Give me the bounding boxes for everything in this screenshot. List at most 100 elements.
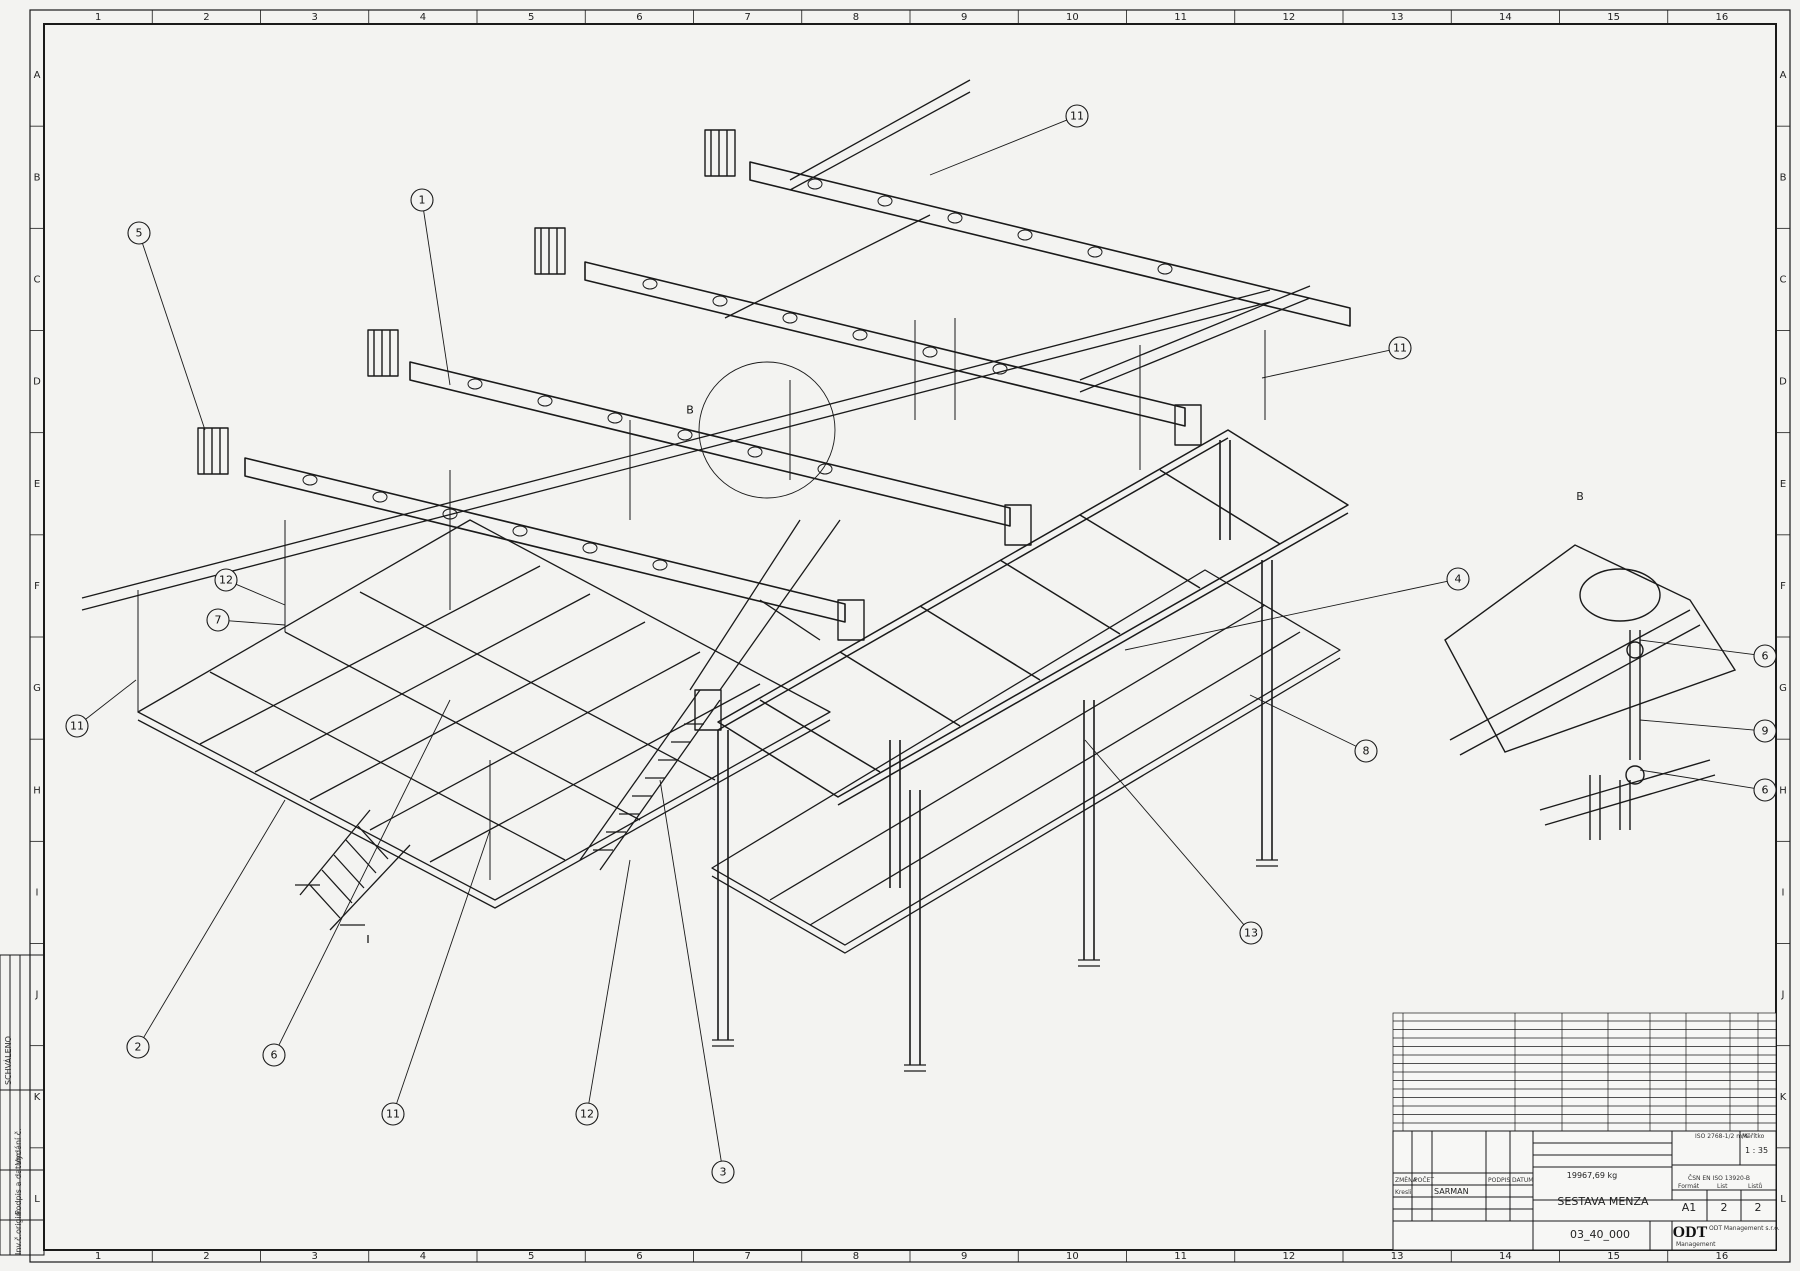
side-label-signature: Podpis a datum	[14, 1153, 23, 1215]
grid-col-label: 3	[311, 12, 317, 23]
callout-leader	[85, 679, 137, 720]
grid-col-label: 10	[1066, 1251, 1079, 1262]
grid-row-label: K	[1780, 1092, 1787, 1103]
callout-label: 11	[386, 1108, 400, 1121]
callout-circle	[410, 188, 434, 212]
norm-iso: ISO 2768-1/2 m/K	[1695, 1133, 1749, 1140]
grid-row-label: I	[1782, 887, 1785, 898]
grid-row-label: C	[34, 274, 41, 285]
grid-col-label: 14	[1499, 12, 1512, 23]
detail-b-title: B	[1576, 490, 1584, 503]
main-girders	[244, 161, 1351, 623]
drawing-number: 03_40_000	[1570, 1228, 1630, 1241]
callout-circle	[381, 1102, 405, 1126]
label-scale: Měřítko	[1742, 1133, 1765, 1140]
callout-leader	[1639, 769, 1755, 789]
callout-leader	[1639, 719, 1755, 731]
grid-row-label: J	[1781, 990, 1785, 1001]
callout-label: 11	[1393, 342, 1407, 355]
grid-col-label: 4	[420, 12, 426, 23]
callout-circle	[1753, 719, 1777, 743]
grid-col-label: 5	[528, 12, 534, 23]
grid-references: 1122334455667788991010111112121313141415…	[30, 10, 1790, 1262]
value-drawn-by: SARMAN	[1434, 1187, 1469, 1196]
label-change: ZMĚNA	[1395, 1176, 1418, 1184]
grid-row-label: J	[35, 990, 39, 1001]
callout-label: 2	[135, 1041, 142, 1054]
grid-col-label: 15	[1607, 12, 1620, 23]
detail-b-marker: B	[686, 404, 694, 417]
norm-weld: ČSN EN ISO 13920-B	[1688, 1175, 1750, 1182]
grid-col-label: 10	[1066, 12, 1079, 23]
callout-leader	[659, 779, 722, 1162]
column-bases	[712, 859, 1278, 1072]
callout-label: 5	[136, 227, 143, 240]
grid-row-label: L	[34, 1194, 40, 1205]
label-format: Formát	[1678, 1183, 1700, 1190]
callout-leader	[1639, 639, 1755, 656]
side-strip	[0, 954, 45, 1256]
value-format: A1	[1682, 1201, 1697, 1214]
label-date: DATUM	[1512, 1177, 1533, 1184]
grid-row-label: D	[33, 377, 41, 388]
grid-col-label: 12	[1283, 1251, 1296, 1262]
callout-circle	[1354, 739, 1378, 763]
value-sheet: 2	[1721, 1201, 1728, 1214]
value-scale: 1 : 35	[1745, 1146, 1768, 1155]
callout-leader	[235, 583, 286, 606]
callout-circle	[65, 714, 89, 738]
callout-label: 11	[70, 720, 84, 733]
callout-leader	[1261, 349, 1390, 379]
detail-b-view	[1444, 544, 1737, 840]
title-block: ZMĚNA POČET PODPIS DATUM Kreslil SARMAN …	[1392, 1012, 1780, 1251]
callout-leader	[588, 859, 631, 1104]
grid-row-label: B	[34, 172, 41, 183]
grid-row-label: H	[33, 785, 41, 796]
company-logo: ODT	[1673, 1224, 1708, 1241]
grid-row-label: E	[34, 479, 40, 490]
callout-label: 13	[1244, 927, 1258, 940]
label-count: POČET	[1414, 1177, 1434, 1184]
grid-col-label: 14	[1499, 1251, 1512, 1262]
callout-label: 11	[1070, 110, 1084, 123]
right-platform	[711, 569, 1341, 954]
grid-row-label: G	[33, 683, 41, 694]
callout-label: 8	[1363, 745, 1370, 758]
callout-circle	[262, 1043, 286, 1067]
callout-circle	[1239, 921, 1263, 945]
callout-leader	[142, 243, 206, 431]
value-sheets: 2	[1755, 1201, 1762, 1214]
callout-leader	[929, 119, 1067, 176]
grid-row-label: B	[1780, 172, 1787, 183]
grid-col-label: 8	[853, 1251, 859, 1262]
girder-openings	[302, 178, 1173, 571]
grid-col-label: 7	[744, 1251, 750, 1262]
grid-row-label: H	[1779, 785, 1787, 796]
callout-label: 1	[419, 194, 426, 207]
grid-col-label: 16	[1716, 12, 1729, 23]
side-label-approved: SCHVÁLENO	[2, 1036, 13, 1085]
grid-row-label: F	[1780, 581, 1786, 592]
grid-col-label: 9	[961, 1251, 967, 1262]
weight: 19967,69 kg	[1567, 1171, 1617, 1180]
callout-label: 3	[720, 1166, 727, 1179]
grid-row-label: I	[36, 887, 39, 898]
callout-leader	[228, 620, 286, 626]
grid-col-label: 3	[311, 1251, 317, 1262]
label-sheets: Listů	[1748, 1183, 1762, 1190]
grid-col-label: 13	[1391, 1251, 1404, 1262]
grid-row-label: G	[1779, 683, 1787, 694]
callout-circle	[575, 1102, 599, 1126]
callout-circle	[126, 1035, 150, 1059]
callout-leader	[423, 210, 451, 386]
grid-col-label: 16	[1716, 1251, 1729, 1262]
callout-label: 9	[1762, 725, 1769, 738]
grid-col-label: 11	[1174, 1251, 1187, 1262]
grid-row-label: F	[34, 581, 40, 592]
grid-col-label: 15	[1607, 1251, 1620, 1262]
callout-label: 6	[1762, 784, 1769, 797]
callout-circle	[1388, 336, 1412, 360]
grid-col-label: 4	[420, 1251, 426, 1262]
